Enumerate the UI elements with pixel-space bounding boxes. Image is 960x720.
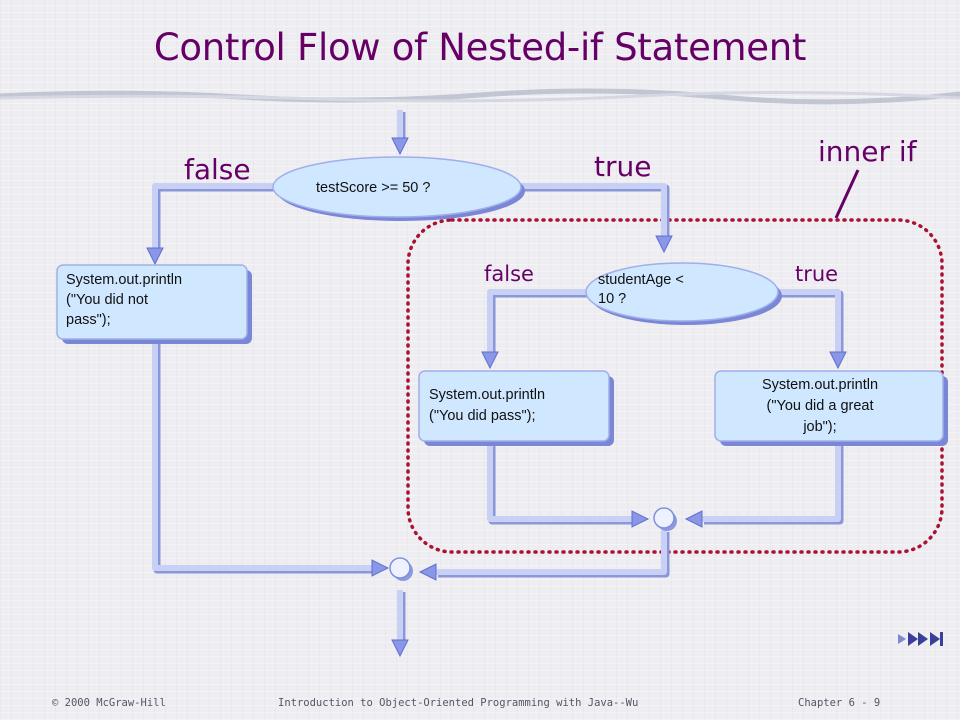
outer-true-label: true — [594, 150, 651, 183]
arrow-into-great-box — [829, 351, 847, 370]
inner-true-label: true — [795, 262, 838, 286]
outer-condition-node: testScore >= 50 ? — [272, 156, 525, 221]
great-statement-box: System.out.println ("You did a great job… — [714, 370, 948, 446]
slide-title: Control Flow of Nested-if Statement — [153, 26, 807, 69]
fail-box-line3: pass"); — [66, 312, 111, 328]
outer-condition-text: testScore >= 50 ? — [316, 180, 430, 196]
connector-lines — [152, 110, 844, 642]
great-box-line3: job"); — [802, 419, 836, 435]
arrow-into-outer-condition — [391, 137, 409, 156]
arrow-into-outer-merge-right — [418, 563, 437, 581]
inner-condition-node: studentAge < 10 ? — [585, 262, 782, 325]
pass-box-line1: System.out.println — [429, 387, 545, 403]
pass-box-line2: ("You did pass"); — [429, 408, 535, 424]
inner-if-pointer — [834, 169, 860, 219]
outer-false-label: false — [184, 153, 251, 186]
pass-statement-box: System.out.println ("You did pass"); — [418, 370, 614, 446]
arrow-into-inner-condition — [655, 235, 673, 254]
title-divider — [0, 88, 960, 105]
inner-condition-text-line1: studentAge < — [598, 272, 684, 288]
arrow-into-outer-merge-left — [371, 559, 390, 577]
footer-copyright: © 2000 McGraw-Hill — [52, 697, 166, 709]
inner-condition-text-line2: 10 ? — [598, 291, 626, 307]
great-box-line2: ("You did a great — [767, 398, 874, 414]
arrow-exit — [391, 639, 409, 658]
arrow-into-pass-box — [481, 351, 499, 370]
inner-false-label: false — [484, 262, 534, 286]
arrow-into-inner-merge-left — [631, 510, 650, 528]
inner-if-label: inner if — [818, 135, 918, 168]
next-slide-icon[interactable] — [898, 630, 946, 648]
footer-course-title: Introduction to Object-Oriented Programm… — [278, 697, 639, 709]
fail-box-line1: System.out.println — [66, 272, 182, 288]
arrow-heads — [146, 137, 847, 658]
footer-chapter-page: Chapter 6 - 9 — [798, 697, 881, 709]
great-box-line1: System.out.println — [762, 377, 878, 393]
merge-nodes — [389, 507, 677, 581]
arrow-into-fail-box — [146, 247, 164, 266]
fail-statement-box: System.out.println ("You did not pass"); — [56, 264, 252, 344]
arrow-into-inner-merge-right — [684, 510, 703, 528]
fail-box-line2: ("You did not — [66, 292, 148, 308]
